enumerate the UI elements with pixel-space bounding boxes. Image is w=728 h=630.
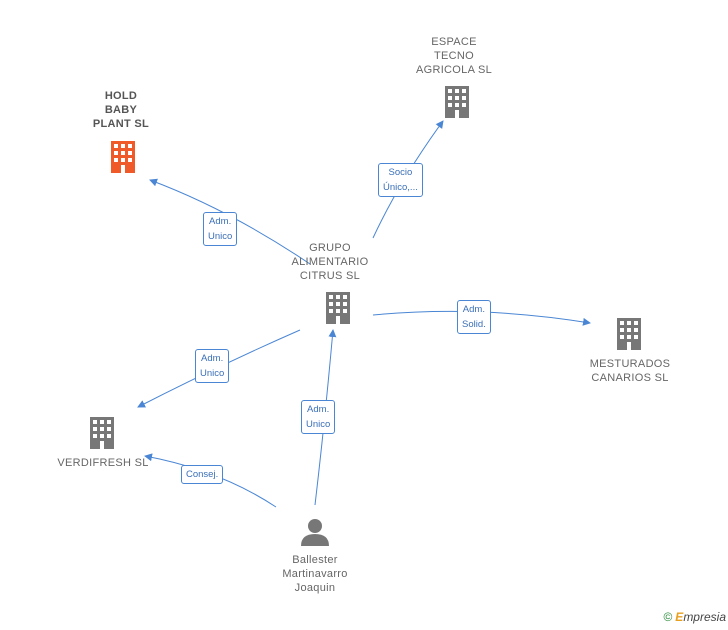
label-line: ESPACE [431,36,477,48]
mesturados-building-icon[interactable] [617,318,641,350]
hold-building-icon[interactable] [111,141,135,173]
edge-label-person-adm[interactable]: Adm. Unico [301,400,336,434]
grupo-building-icon[interactable] [326,292,350,324]
edge-label-line: Adm. [209,216,232,227]
edge-label-line: Unico [306,419,331,430]
node-grupo-label[interactable]: GRUPO ALIMENTARIO CITRUS SL [280,241,380,283]
brand-initial: E [675,610,684,624]
label-line: TECNO [434,50,474,62]
person-icon[interactable] [301,519,329,546]
label-line: PLANT SL [92,118,150,130]
edge-label-line: Adm. [201,353,224,364]
edges [137,120,591,508]
edge-label-mesturados-adm[interactable]: Adm. Solid. [457,300,491,334]
label-line: CITRUS SL [299,270,361,282]
copyright-symbol: © [663,610,673,624]
node-ballester-label[interactable]: Ballester Martinavarro Joaquin [262,553,368,595]
edge-label-line: Consej. [186,469,219,480]
edge-label-line: Adm. [307,404,330,415]
edge-label-consej[interactable]: Consej. [181,465,224,484]
espace-building-icon[interactable] [445,86,469,118]
label-line: Ballester [292,554,338,566]
node-verdifresh-label[interactable]: VERDIFRESH SL [48,456,158,470]
node-mesturados-label[interactable]: MESTURADOS CANARIOS SL [575,357,685,385]
edge-label-hold-adm[interactable]: Adm. Unico [203,212,238,246]
edge-label-line: Único,... [383,182,418,193]
label-line: Martinavarro [282,568,348,580]
label-line: MESTURADOS [589,358,671,370]
label-line: GRUPO [309,242,351,254]
edge-label-line: Unico [200,368,225,379]
label-line: HOLD [104,90,138,102]
brand-logo: Empresia [675,610,726,624]
node-hold-label[interactable]: HOLD BABY PLANT SL [71,89,171,131]
edge-label-socio[interactable]: Socio Único,... [378,163,423,197]
label-line: CANARIOS SL [591,372,669,384]
label-line: ALIMENTARIO [291,256,369,268]
node-espace-label[interactable]: ESPACE TECNO AGRICOLA SL [404,35,504,77]
edge-label-line: Solid. [462,319,486,330]
edge-label-line: Adm. [462,304,485,315]
edge-label-line: Socio [388,167,413,178]
brand-text: mpresia [683,610,726,624]
edge-label-verdifresh-adm[interactable]: Adm. Unico [195,349,230,383]
footer-brand: ©Empresia [663,610,726,624]
edge-label-line: Unico [208,231,233,242]
label-line: BABY [104,104,138,116]
label-line: VERDIFRESH SL [57,457,149,469]
label-line: Joaquin [294,582,336,594]
verdifresh-building-icon[interactable] [90,417,114,449]
label-line: AGRICOLA SL [415,64,493,76]
